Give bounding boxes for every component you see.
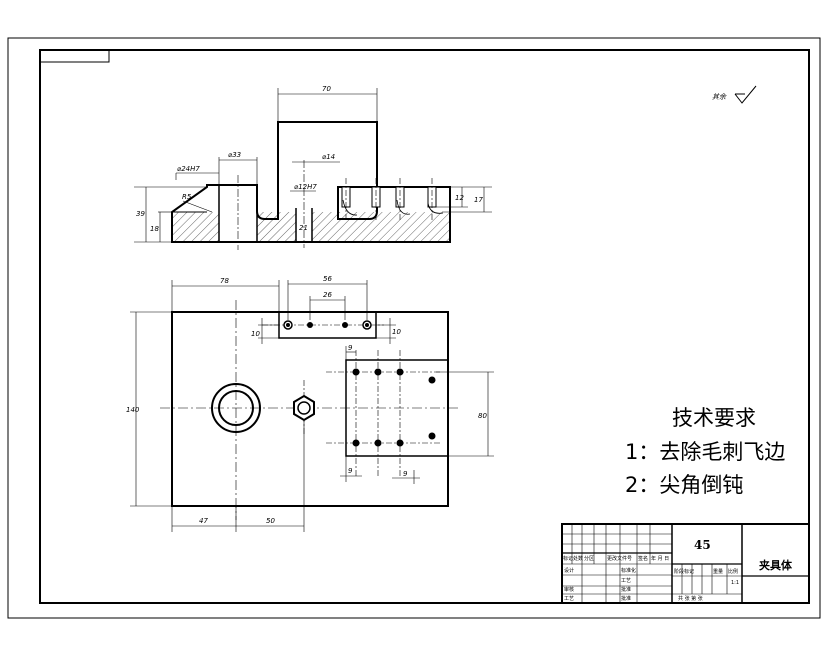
- dim-pitch-9-bottom-right: 9: [403, 470, 408, 478]
- top-view: 78 56 26 10 10 140 80 9: [126, 275, 494, 532]
- dim-bore-33: ⌀33: [228, 151, 241, 159]
- label-zone: 分区: [584, 555, 594, 562]
- dim-slot-12: 12: [455, 194, 464, 202]
- requirement-item-2: 2：尖角倒钝: [625, 473, 743, 497]
- label-design: 设计: [564, 567, 574, 574]
- dim-width-70: 70: [322, 85, 331, 93]
- label-count: 处数: [573, 555, 583, 562]
- front-section-view: 70 ⌀33 ⌀14 ⌀24H7 ⌀12H7 R5 39 18 21: [134, 85, 492, 250]
- roughness-symbol: 其余: [712, 85, 757, 104]
- dim-height-39: 39: [136, 210, 145, 218]
- corner-code-box: [39, 49, 110, 63]
- dim-len-50: 50: [266, 517, 275, 525]
- material-text: 45: [694, 538, 711, 552]
- dim-height-18: 18: [150, 225, 159, 233]
- label-standardize: 标准化: [621, 567, 636, 574]
- inner-frame: [39, 49, 810, 604]
- dim-radius-r5: R5: [182, 193, 192, 201]
- bore-inner: [218, 390, 254, 426]
- requirement-item-1: 1：去除毛刺飞边: [625, 440, 785, 464]
- outer-frame: [7, 37, 821, 619]
- dim-pitch-9-bottom-left: 9: [348, 467, 353, 475]
- dim-width-140: 140: [126, 406, 140, 414]
- technical-requirements: 技术要求 1：去除毛刺飞边 2：尖角倒钝: [625, 406, 785, 497]
- label-process: 工艺: [564, 596, 574, 602]
- dim-h-10-left: 10: [251, 330, 260, 338]
- dim-fit-24h7: ⌀24H7: [177, 165, 200, 173]
- label-weight: 重量: [713, 568, 723, 575]
- dim-depth-21: 21: [299, 224, 308, 232]
- dim-len-56: 56: [323, 275, 332, 283]
- dim-bore-14: ⌀14: [322, 153, 335, 161]
- dim-h-10-right: 10: [392, 328, 401, 336]
- label-review: 审核: [564, 586, 574, 593]
- dim-fit-12h7: ⌀12H7: [294, 183, 317, 191]
- dim-len-47: 47: [199, 517, 208, 525]
- label-sheets: 共 张 第 张: [678, 595, 703, 602]
- dim-height-80: 80: [478, 412, 487, 420]
- bore-outer: [211, 383, 261, 433]
- title-block: 45 夹具体 1:1 标记 处数 分区 更改文件号 签名 年 月 日 设计 标准…: [561, 523, 810, 604]
- requirements-title: 技术要求: [672, 406, 756, 430]
- label-change-doc: 更改文件号: [607, 555, 632, 562]
- label-date: 年 月 日: [651, 555, 669, 562]
- label-mark: 标记: [563, 555, 573, 562]
- roughness-note: 其余: [712, 93, 727, 101]
- dim-len-78: 78: [220, 277, 229, 285]
- label-process-1: 工艺: [621, 578, 631, 584]
- label-approve-1: 批准: [621, 586, 631, 593]
- dim-slot-17: 17: [474, 196, 483, 204]
- label-stage-mark: 阶段标记: [674, 568, 694, 575]
- part-name-text: 夹具体: [759, 558, 793, 572]
- label-signature: 签名: [638, 555, 648, 562]
- label-approve: 批准: [621, 595, 631, 602]
- dim-pitch-9-top: 9: [348, 344, 353, 352]
- label-ratio: 比例: [728, 568, 738, 575]
- scale-text: 1:1: [731, 580, 739, 586]
- dim-len-26: 26: [323, 291, 332, 299]
